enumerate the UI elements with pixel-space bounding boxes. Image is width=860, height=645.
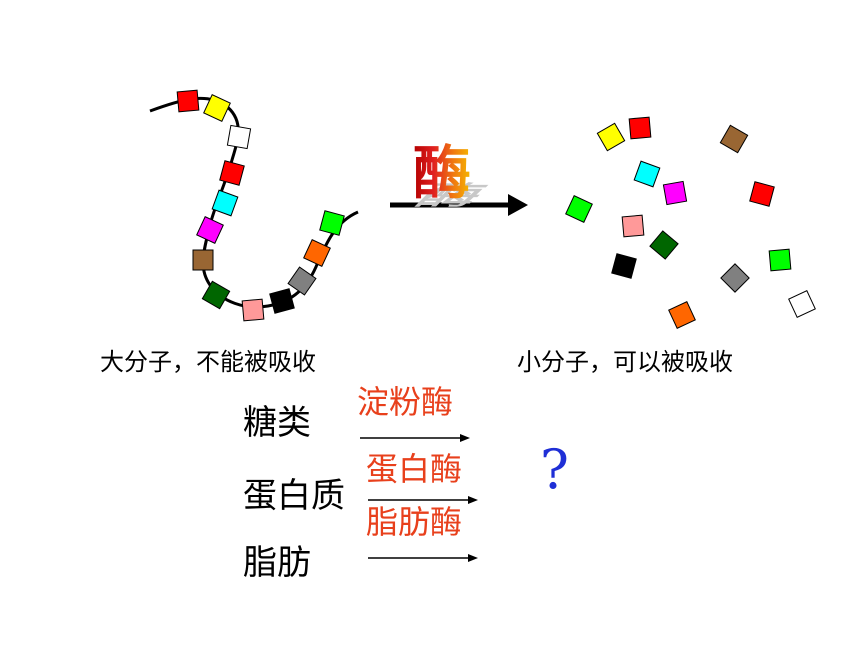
chain-bead <box>192 249 214 271</box>
chain-bead <box>211 189 239 217</box>
substrate-protein: 蛋白质 <box>243 476 345 516</box>
small-molecule <box>633 160 661 188</box>
chain-bead <box>226 124 252 150</box>
small-molecule <box>565 195 593 223</box>
small-molecule <box>720 263 750 293</box>
chain-bead <box>287 266 317 296</box>
macromolecule-chain <box>149 96 359 309</box>
enzyme-lipase: 脂肪酶 <box>366 503 463 541</box>
enzyme-amylase: 淀粉酶 <box>357 383 454 421</box>
small-molecule <box>662 180 688 206</box>
small-molecule <box>611 253 637 279</box>
small-molecule <box>668 301 696 329</box>
chain-bead <box>319 210 345 236</box>
question-mark: ? <box>540 438 569 501</box>
chain-beads <box>176 89 345 322</box>
small-molecule <box>621 214 645 238</box>
chain-bead <box>219 160 245 186</box>
small-molecule <box>749 181 775 207</box>
small-molecule <box>768 248 792 272</box>
reaction-arrowhead-3 <box>468 554 478 562</box>
caption-large-molecule: 大分子，不能被吸收 <box>100 348 316 376</box>
chain-bead <box>269 288 295 314</box>
main-arrow-head <box>508 194 528 216</box>
chain-bead <box>196 216 224 244</box>
small-molecule <box>628 116 652 140</box>
reaction-arrowhead-2 <box>468 496 478 504</box>
small-molecule <box>596 122 626 152</box>
reaction-arrowhead-1 <box>460 434 470 442</box>
chain-bead <box>241 298 265 322</box>
small-molecule <box>719 124 749 154</box>
substrate-fat: 脂肪 <box>243 543 311 583</box>
enzyme-protease: 蛋白酶 <box>366 450 463 488</box>
chain-bead <box>203 94 231 122</box>
small-molecule <box>649 230 679 260</box>
chain-bead <box>201 280 231 310</box>
chain-bead <box>176 89 200 113</box>
caption-small-molecule: 小分子，可以被吸收 <box>517 348 733 376</box>
chain-bead <box>303 239 331 267</box>
small-molecules <box>565 116 816 329</box>
enzyme-label: 酶 <box>413 126 471 210</box>
small-molecule <box>788 290 816 318</box>
substrate-carbohydrate: 糖类 <box>243 403 311 443</box>
